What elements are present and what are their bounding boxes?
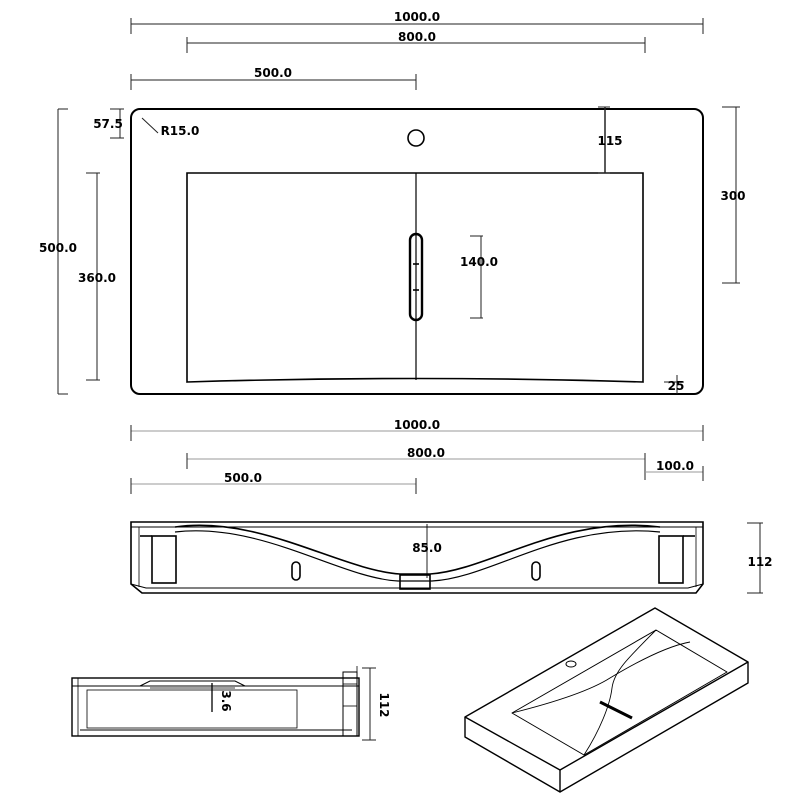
dim-half-width: 500.0 bbox=[254, 66, 292, 80]
dim-front-overall-width: 1000.0 bbox=[394, 418, 440, 432]
side-dimension-lines bbox=[362, 667, 376, 741]
dim-bowl-depth: 85.0 bbox=[412, 541, 442, 555]
dim-front-side-width: 100.0 bbox=[656, 459, 694, 473]
dim-basin-depth: 360.0 bbox=[78, 271, 116, 285]
front-section-outline bbox=[130, 521, 704, 594]
dim-drain-slot: 140.0 bbox=[460, 255, 498, 269]
faucet-hole bbox=[407, 129, 425, 147]
dim-side-height: 112 bbox=[377, 692, 391, 717]
top-view bbox=[130, 108, 704, 395]
dim-overall-depth: 500.0 bbox=[39, 241, 77, 255]
drain-slot bbox=[408, 232, 424, 322]
side-support bbox=[342, 671, 358, 737]
iso-front-face bbox=[464, 717, 561, 793]
front-dimension-lines bbox=[130, 425, 763, 594]
dim-edge: 25 bbox=[668, 379, 685, 393]
bowl-profile bbox=[174, 524, 661, 575]
dim-side-small: 3.6 bbox=[219, 690, 233, 711]
dim-overall-width: 1000.0 bbox=[394, 10, 440, 24]
top-view-outline bbox=[130, 108, 704, 395]
support-left bbox=[151, 535, 177, 584]
basin-outline bbox=[186, 172, 644, 383]
dim-front-basin-width: 800.0 bbox=[407, 446, 445, 460]
support-right bbox=[658, 535, 684, 584]
dim-front-height: 112 bbox=[747, 555, 772, 569]
side-section-view bbox=[71, 666, 360, 737]
overflow-slot-left bbox=[291, 561, 301, 581]
overflow-slot-right bbox=[531, 561, 541, 581]
dim-front-half-width: 500.0 bbox=[224, 471, 262, 485]
dim-side-depth: 300 bbox=[720, 189, 745, 203]
dim-basin-width: 800.0 bbox=[398, 30, 436, 44]
top-view-dimension-lines bbox=[57, 18, 740, 395]
top-view-dimension-labels: 1000.0 800.0 500.0 57.5 R15.0 115 300 50… bbox=[39, 10, 746, 393]
side-dimension-labels: 3.6 112 bbox=[219, 690, 391, 717]
side-section-outline bbox=[71, 677, 360, 737]
iso-side-face bbox=[559, 662, 749, 793]
dim-hole-offset: 57.5 bbox=[93, 117, 123, 131]
front-dimension-labels: 1000.0 800.0 100.0 500.0 85.0 112 bbox=[224, 418, 773, 569]
drain-outlet bbox=[399, 574, 431, 590]
dim-deck-depth: 115 bbox=[597, 134, 622, 148]
iso-top-face bbox=[464, 607, 749, 771]
front-section-view bbox=[130, 521, 704, 594]
dim-corner-radius: R15.0 bbox=[161, 124, 200, 138]
basin-isometric-view-icon bbox=[464, 607, 749, 793]
